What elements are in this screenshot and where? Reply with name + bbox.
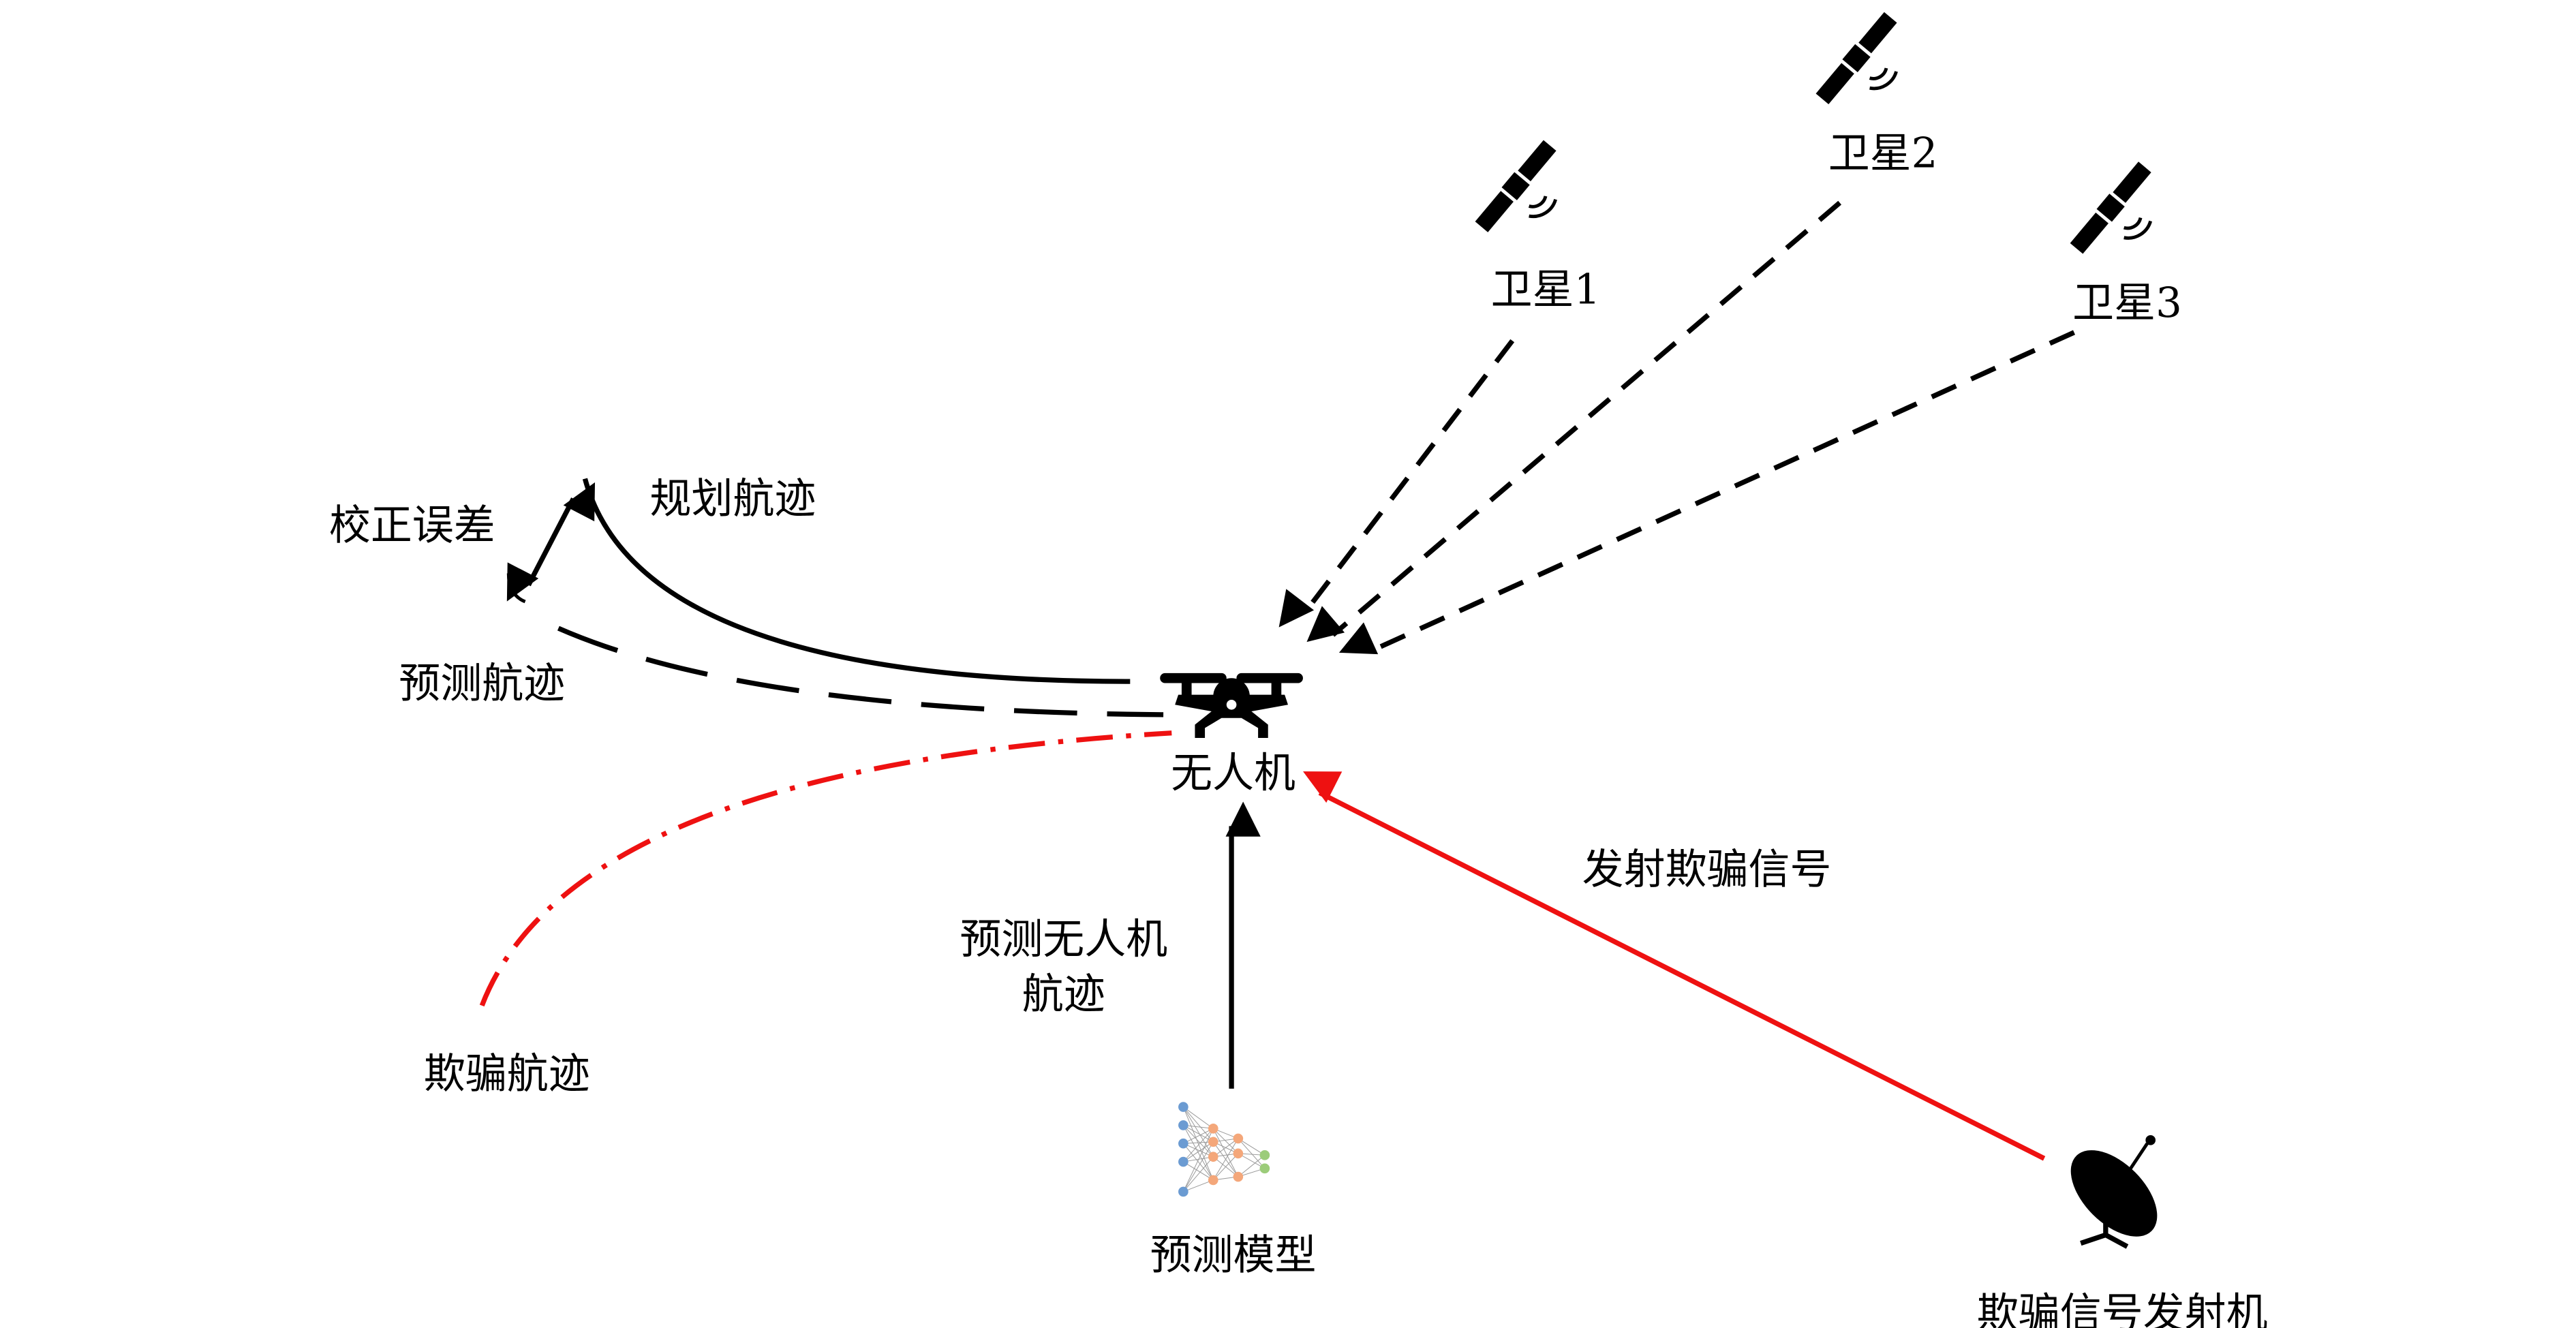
satellite-icon — [1475, 140, 1557, 232]
nn-connection — [1183, 1143, 1214, 1158]
nn-connection — [1182, 1128, 1214, 1192]
satellite-2-signal — [1306, 200, 1842, 643]
predicted-trajectory — [557, 626, 1164, 717]
planned-trajectory — [582, 478, 1131, 684]
nn-connection — [1183, 1107, 1214, 1129]
nn-connection — [1183, 1161, 1214, 1181]
nn-connection — [1182, 1107, 1214, 1143]
spoofed-trajectory — [479, 730, 1172, 1007]
planned-trajectory-label: 规划航迹 — [650, 475, 816, 523]
nn-connection — [1182, 1141, 1214, 1192]
satellite-3-signal — [1338, 330, 2076, 655]
satellite-1: 卫星1 — [1475, 140, 1601, 313]
spoofing-signal-label: 发射欺骗信号 — [1582, 846, 1832, 894]
satellite-2: 卫星2 — [1816, 12, 1938, 177]
satellite-dish-icon — [2070, 1135, 2158, 1249]
nn-connection — [1182, 1125, 1214, 1181]
nn-connection — [1183, 1141, 1214, 1144]
neural-network-icon — [1178, 1102, 1270, 1197]
nn-connection — [1238, 1138, 1266, 1156]
drone-icon — [1160, 673, 1303, 739]
nn-connection — [1212, 1138, 1239, 1181]
nn-connection — [1212, 1138, 1239, 1158]
nn-connection — [1183, 1179, 1214, 1192]
nn-connection — [1183, 1124, 1214, 1129]
nn-connection — [1238, 1138, 1266, 1169]
spoofing-signal-arrow — [1303, 771, 2046, 1161]
spoofed-trajectory-label: 欺骗航迹 — [424, 1050, 590, 1098]
satellite-2-label: 卫星2 — [1828, 129, 1938, 177]
nn-connection — [1182, 1143, 1214, 1181]
correction-curl — [506, 573, 526, 604]
nn-connection — [1182, 1156, 1214, 1192]
nn-connection — [1183, 1128, 1214, 1144]
satellite-3: 卫星3 — [2070, 161, 2182, 327]
satellite-1-label: 卫星1 — [1491, 265, 1601, 313]
nn-connection — [1183, 1141, 1214, 1162]
nn-connection — [1238, 1153, 1266, 1169]
nn-connection — [1238, 1154, 1266, 1177]
correction-error-arrow — [506, 482, 596, 602]
nn-connection — [1182, 1107, 1214, 1181]
nn-connection — [1212, 1128, 1239, 1177]
satellite-1-signal — [1278, 339, 1515, 628]
prediction-label-line2: 航迹 — [1022, 970, 1105, 1019]
nn-connection — [1182, 1128, 1214, 1162]
correction-error-label: 校正误差 — [329, 501, 495, 550]
spoofer-label: 欺骗信号发射机 — [1977, 1289, 2268, 1328]
drone-label: 无人机 — [1171, 749, 1295, 797]
nn-connection — [1183, 1125, 1214, 1158]
nn-connection — [1182, 1107, 1214, 1158]
nn-connection — [1212, 1128, 1239, 1154]
satellite-3-label: 卫星3 — [2072, 279, 2182, 327]
satellite-icon — [2070, 161, 2151, 253]
prediction-label-line1: 预测无人机 — [960, 915, 1167, 963]
prediction-model-label: 预测模型 — [1150, 1231, 1317, 1280]
nn-connection — [1183, 1156, 1214, 1162]
nn-connection — [1212, 1153, 1239, 1181]
satellite-icon — [1816, 12, 1897, 104]
predicted-trajectory-label: 预测航迹 — [399, 659, 565, 707]
